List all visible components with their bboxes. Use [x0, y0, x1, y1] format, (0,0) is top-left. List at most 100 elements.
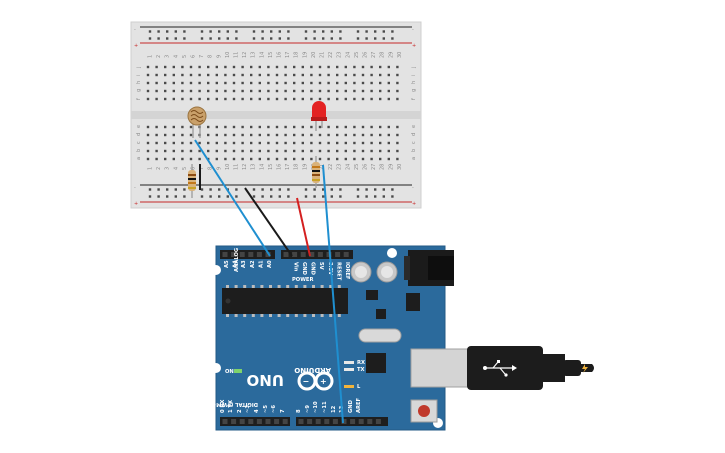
rail-hole[interactable]: [209, 188, 212, 191]
breadboard-hole[interactable]: [396, 89, 399, 93]
rail-hole[interactable]: [174, 30, 177, 33]
breadboard-hole[interactable]: [275, 89, 279, 93]
breadboard-hole[interactable]: [164, 141, 167, 145]
wire-ground[interactable]: [244, 187, 293, 257]
breadboard-hole[interactable]: [207, 149, 210, 153]
breadboard-hole[interactable]: [198, 65, 201, 69]
breadboard-hole[interactable]: [181, 141, 184, 145]
rail-hole[interactable]: [261, 188, 264, 191]
breadboard-hole[interactable]: [215, 125, 218, 129]
breadboard-hole[interactable]: [379, 89, 382, 93]
rail-hole[interactable]: [148, 188, 152, 191]
breadboard-hole[interactable]: [207, 73, 210, 77]
rail-hole[interactable]: [287, 37, 290, 40]
breadboard-hole[interactable]: [293, 125, 296, 129]
breadboard-hole[interactable]: [318, 73, 322, 77]
breadboard-hole[interactable]: [232, 125, 236, 129]
rail-hole[interactable]: [183, 195, 186, 198]
breadboard-hole[interactable]: [379, 149, 382, 153]
rail-hole[interactable]: [183, 37, 186, 40]
rail-hole[interactable]: [356, 30, 360, 33]
rail-hole[interactable]: [166, 195, 169, 198]
breadboard-hole[interactable]: [189, 81, 193, 85]
breadboard-hole[interactable]: [336, 73, 339, 77]
breadboard-hole[interactable]: [284, 141, 287, 145]
breadboard-hole[interactable]: [353, 141, 356, 145]
breadboard-hole[interactable]: [215, 141, 218, 145]
rail-hole[interactable]: [183, 188, 186, 191]
breadboard-hole[interactable]: [215, 149, 218, 153]
breadboard-hole[interactable]: [284, 125, 287, 129]
breadboard-hole[interactable]: [164, 133, 167, 137]
breadboard-hole[interactable]: [275, 133, 279, 137]
breadboard-hole[interactable]: [344, 133, 347, 137]
breadboard-hole[interactable]: [232, 157, 236, 161]
header-socket[interactable]: [222, 252, 228, 257]
header-socket[interactable]: [265, 419, 271, 424]
breadboard-hole[interactable]: [241, 157, 244, 161]
breadboard-hole[interactable]: [327, 157, 330, 161]
breadboard-hole[interactable]: [275, 141, 279, 145]
breadboard-hole[interactable]: [215, 157, 218, 161]
breadboard-hole[interactable]: [189, 157, 193, 161]
breadboard[interactable]: - + - + - + - + 112233445566778899101011…: [130, 21, 422, 209]
rail-hole[interactable]: [391, 37, 394, 40]
breadboard-hole[interactable]: [224, 65, 227, 69]
breadboard-hole[interactable]: [379, 73, 382, 77]
breadboard-hole[interactable]: [353, 89, 356, 93]
breadboard-hole[interactable]: [267, 133, 270, 137]
breadboard-hole[interactable]: [370, 97, 373, 101]
wire-5v[interactable]: [296, 197, 311, 257]
breadboard-hole[interactable]: [250, 157, 253, 161]
rail-hole[interactable]: [330, 30, 333, 33]
breadboard-hole[interactable]: [284, 97, 287, 101]
breadboard-hole[interactable]: [215, 97, 218, 101]
breadboard-hole[interactable]: [207, 65, 210, 69]
rail-hole[interactable]: [183, 30, 186, 33]
breadboard-hole[interactable]: [284, 73, 287, 77]
rail-hole[interactable]: [391, 30, 394, 33]
rail-hole[interactable]: [235, 37, 238, 40]
rail-hole[interactable]: [218, 195, 221, 198]
breadboard-hole[interactable]: [241, 141, 244, 145]
breadboard-hole[interactable]: [387, 73, 390, 77]
breadboard-hole[interactable]: [310, 141, 313, 145]
breadboard-hole[interactable]: [172, 149, 175, 153]
breadboard-hole[interactable]: [181, 149, 184, 153]
breadboard-hole[interactable]: [250, 141, 253, 145]
breadboard-hole[interactable]: [301, 141, 304, 145]
header-socket[interactable]: [341, 419, 347, 424]
red-led[interactable]: [311, 101, 327, 131]
breadboard-hole[interactable]: [387, 125, 390, 129]
breadboard-hole[interactable]: [232, 141, 236, 145]
breadboard-hole[interactable]: [284, 133, 287, 137]
breadboard-hole[interactable]: [224, 125, 227, 129]
breadboard-hole[interactable]: [275, 81, 279, 85]
breadboard-hole[interactable]: [181, 89, 184, 93]
rail-hole[interactable]: [252, 37, 256, 40]
rail-hole[interactable]: [382, 195, 385, 198]
rail-hole[interactable]: [278, 30, 281, 33]
rail-hole[interactable]: [226, 30, 229, 33]
rail-hole[interactable]: [209, 37, 212, 40]
rail-hole[interactable]: [313, 30, 316, 33]
breadboard-hole[interactable]: [267, 97, 270, 101]
breadboard-hole[interactable]: [344, 141, 347, 145]
breadboard-hole[interactable]: [146, 73, 150, 77]
breadboard-hole[interactable]: [146, 157, 150, 161]
breadboard-hole[interactable]: [293, 65, 296, 69]
breadboard-hole[interactable]: [207, 125, 210, 129]
breadboard-hole[interactable]: [275, 65, 279, 69]
breadboard-hole[interactable]: [344, 81, 347, 85]
breadboard-hole[interactable]: [224, 141, 227, 145]
breadboard-hole[interactable]: [336, 97, 339, 101]
breadboard-hole[interactable]: [396, 97, 399, 101]
digital-header-left[interactable]: [220, 417, 290, 426]
rail-hole[interactable]: [200, 30, 204, 33]
rail-hole[interactable]: [278, 195, 281, 198]
breadboard-hole[interactable]: [258, 81, 261, 85]
breadboard-hole[interactable]: [198, 81, 201, 85]
rail-hole[interactable]: [339, 30, 342, 33]
breadboard-hole[interactable]: [387, 65, 390, 69]
breadboard-hole[interactable]: [267, 65, 270, 69]
